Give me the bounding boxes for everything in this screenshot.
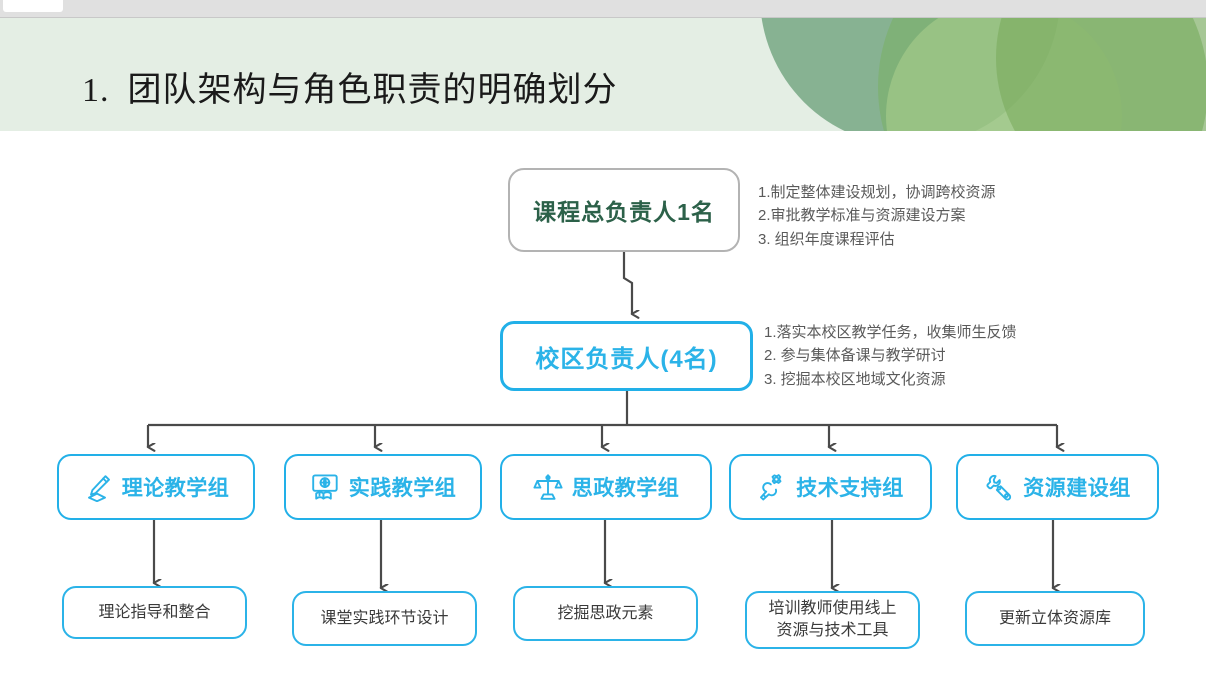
node-task-label: 挖掘思政元素	[557, 604, 654, 622]
page-title-text: 团队架构与角色职责的明确划分	[127, 72, 618, 109]
node-task-label: 理论指导和整合	[98, 603, 211, 621]
annotation-campus-lead: 1.落实本校区教学任务，收集师生反馈 2. 参与集体备课与教学研讨 3. 挖掘本…	[764, 321, 1017, 391]
node-group-tech-support[interactable]: 技术支持组	[729, 454, 932, 520]
decorative-circle-icon	[996, 18, 1206, 131]
annotation-line: 3. 挖掘本校区地域文化资源	[764, 370, 946, 388]
page-title-number: 1.	[82, 72, 110, 109]
presentation-globe-icon	[310, 472, 340, 502]
node-task-resource[interactable]: 更新立体资源库	[965, 591, 1145, 646]
node-task-theory[interactable]: 理论指导和整合	[62, 586, 247, 639]
wrench-screwdriver-icon	[984, 472, 1014, 502]
node-group-label: 思政教学组	[571, 477, 680, 500]
slide-header-band: 1. 团队架构与角色职责的明确划分	[0, 18, 1206, 131]
annotation-line: 2.审批教学标准与资源建设方案	[758, 207, 966, 225]
node-group-ideology[interactable]: 思政教学组	[500, 454, 712, 520]
annotation-course-chief: 1.制定整体建设规划，协调跨校资源 2.审批教学标准与资源建设方案 3. 组织年…	[758, 181, 996, 251]
node-group-practice[interactable]: 实践教学组	[284, 454, 482, 520]
annotation-line: 2. 参与集体备课与教学研讨	[764, 347, 946, 365]
node-task-tech-support[interactable]: 培训教师使用线上 资源与技术工具	[745, 591, 920, 649]
node-task-label: 更新立体资源库	[998, 609, 1111, 627]
node-task-practice[interactable]: 课堂实践环节设计	[292, 591, 477, 646]
node-task-label: 培训教师使用线上 资源与技术工具	[768, 600, 897, 639]
node-group-label: 技术支持组	[796, 477, 904, 500]
window-tab[interactable]	[3, 0, 63, 12]
org-chart: 课程总负责人1名 1.制定整体建设规划，协调跨校资源 2.审批教学标准与资源建设…	[0, 131, 1206, 684]
node-group-resource[interactable]: 资源建设组	[956, 454, 1159, 520]
page-title: 1. 团队架构与角色职责的明确划分	[82, 62, 618, 111]
node-task-label: 课堂实践环节设计	[320, 609, 449, 627]
app-title-bar	[0, 0, 1206, 18]
node-course-chief-label: 课程总负责人1名	[533, 199, 715, 225]
node-group-theory[interactable]: 理论教学组	[57, 454, 255, 520]
node-task-ideology[interactable]: 挖掘思政元素	[513, 586, 698, 641]
node-course-chief[interactable]: 课程总负责人1名	[508, 168, 740, 252]
annotation-line: 1.制定整体建设规划，协调跨校资源	[758, 184, 996, 201]
node-group-label: 理论教学组	[121, 477, 230, 500]
node-campus-lead[interactable]: 校区负责人(4名)	[500, 321, 753, 391]
annotation-line: 3. 组织年度课程评估	[758, 230, 895, 248]
node-campus-lead-label: 校区负责人(4名)	[535, 345, 718, 373]
node-group-label: 资源建设组	[1023, 477, 1131, 500]
balance-scales-icon	[533, 472, 563, 502]
pencil-graduation-icon	[83, 472, 113, 502]
node-group-label: 实践教学组	[348, 477, 457, 500]
slide-canvas: 1. 团队架构与角色职责的明确划分	[0, 18, 1206, 684]
annotation-line: 1.落实本校区教学任务，收集师生反馈	[764, 324, 1017, 341]
gear-wrench-icon	[757, 472, 787, 502]
